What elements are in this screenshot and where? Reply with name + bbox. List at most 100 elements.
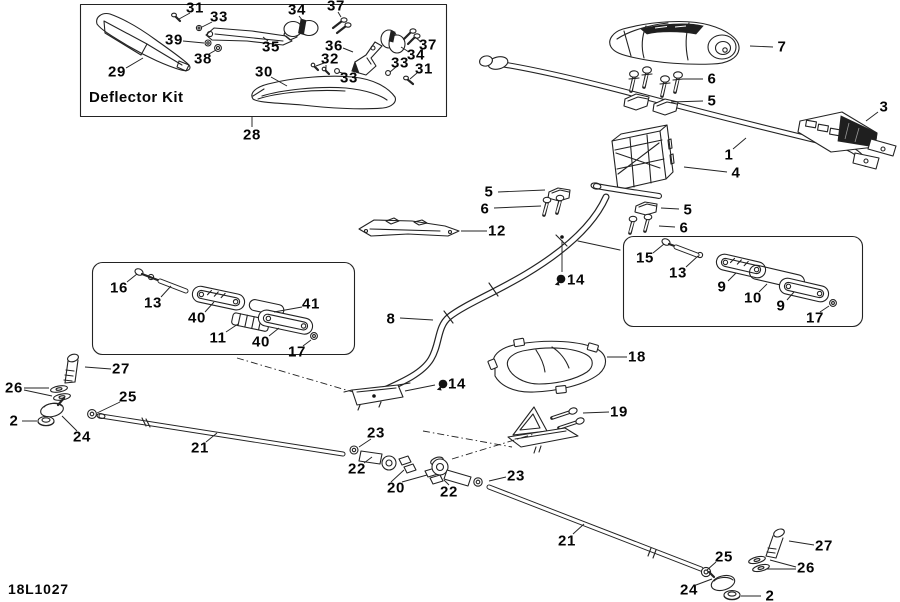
part-label-5: 5 — [484, 183, 494, 201]
part-label-40: 40 — [188, 309, 206, 327]
leader-line-5 — [497, 189, 546, 193]
clamp-bolts-column-right — [628, 201, 658, 235]
part-label-5: 5 — [707, 92, 717, 110]
leader-line-4 — [683, 166, 728, 173]
leader-line-37 — [337, 11, 342, 18]
bracket-36 — [351, 41, 383, 76]
part-label-2: 2 — [765, 587, 775, 602]
leader-line-34 — [298, 15, 304, 22]
leader-line-15 — [652, 243, 665, 254]
part-label-30: 30 — [255, 63, 273, 81]
steering-column-8 — [343, 182, 662, 411]
gasket-18 — [487, 337, 607, 394]
leader-line-38 — [208, 49, 217, 55]
leader-line-23 — [488, 476, 507, 482]
leader-line-13 — [160, 285, 172, 298]
part-label-34: 34 — [407, 46, 425, 64]
leader-line-26 — [23, 389, 53, 397]
part-label-23: 23 — [507, 467, 525, 485]
detail-box-right — [622, 235, 864, 328]
detail-box-left — [91, 261, 356, 356]
leader-line-24 — [61, 415, 78, 432]
leader-line-1 — [732, 137, 747, 150]
leader-line-20 — [401, 474, 428, 483]
support-bracket-19 — [507, 406, 585, 454]
leader-line-19 — [582, 411, 610, 414]
leader-line-23 — [358, 438, 372, 448]
leader-lines — [22, 11, 879, 597]
clamp-34-right — [380, 29, 406, 54]
leader-line-35 — [262, 36, 269, 42]
leader-line-33 — [338, 71, 346, 75]
part-label-6: 6 — [707, 70, 717, 88]
leader-line-24 — [695, 578, 713, 586]
tie-rod-ends-22-23 — [349, 445, 483, 487]
part-label-8: 8 — [386, 310, 396, 328]
part-label-25: 25 — [119, 388, 137, 406]
leader-line-29 — [125, 57, 144, 69]
part-label-17: 17 — [288, 343, 306, 361]
part-label-38: 38 — [194, 50, 212, 68]
part-label-28: 28 — [243, 126, 261, 144]
leader-line-9 — [727, 272, 737, 282]
leader-line-22 — [443, 479, 450, 486]
handlebar-1 — [479, 55, 880, 170]
leader-line-30 — [270, 76, 288, 87]
part-label-14: 14 — [567, 271, 585, 289]
deflector-left-29 — [96, 13, 191, 72]
bracket-35 — [205, 27, 298, 46]
screws-37-right — [402, 28, 421, 46]
leader-line-3 — [865, 111, 879, 122]
part-label-21: 21 — [558, 532, 576, 550]
part-label-11: 11 — [209, 329, 227, 347]
part-label-27: 27 — [815, 537, 833, 555]
leader-line-22 — [363, 456, 373, 464]
leader-line-34 — [400, 46, 410, 53]
part-label-18: 18 — [628, 348, 646, 366]
clamps-5-top — [623, 93, 679, 116]
part-label-35: 35 — [262, 38, 280, 56]
part-label-33: 33 — [210, 8, 228, 26]
deflector-kit-box — [79, 3, 448, 118]
part-label-9: 9 — [776, 297, 786, 315]
leader-line-21 — [572, 523, 585, 535]
part-label-33: 33 — [391, 54, 409, 72]
leader-line-14 — [404, 384, 436, 392]
clamp-bolts-column-left — [542, 187, 571, 217]
part-label-31: 31 — [415, 60, 433, 78]
part-label-27: 27 — [112, 360, 130, 378]
leader-line-16 — [126, 273, 138, 283]
part-label-21: 21 — [191, 439, 209, 457]
part-label-39: 39 — [165, 31, 183, 49]
retainer-clip-icons — [436, 274, 566, 391]
part-label-24: 24 — [73, 428, 91, 446]
part-code: 18L1027 — [8, 581, 69, 597]
leader-line-31 — [178, 12, 191, 20]
part-label-6: 6 — [679, 219, 689, 237]
grip-strip-3 — [797, 111, 897, 157]
leader-line-33 — [389, 66, 397, 73]
bracket-12 — [358, 217, 460, 237]
deflector-right-30 — [251, 75, 396, 110]
tie-rod-right-21 — [486, 484, 704, 572]
part-label-4: 4 — [731, 164, 741, 182]
part-label-15: 15 — [636, 249, 654, 267]
leader-line-32 — [315, 62, 325, 67]
leader-line-36 — [342, 47, 354, 53]
ball-joint-cluster-right — [700, 528, 785, 601]
part-label-36: 36 — [325, 37, 343, 55]
part-label-33: 33 — [340, 69, 358, 87]
leader-line-5 — [660, 207, 680, 210]
leader-line-9 — [786, 291, 795, 301]
part-label-34: 34 — [288, 1, 306, 19]
part-label-3: 3 — [879, 98, 889, 116]
part-label-16: 16 — [110, 279, 128, 297]
part-label-40: 40 — [252, 333, 270, 351]
part-label-7: 7 — [777, 38, 787, 56]
part-label-32: 32 — [321, 50, 339, 68]
part-label-13: 13 — [144, 294, 162, 312]
retainer-clip-icon — [436, 379, 448, 391]
leader-line-40 — [268, 327, 280, 337]
part-label-19: 19 — [610, 403, 628, 421]
